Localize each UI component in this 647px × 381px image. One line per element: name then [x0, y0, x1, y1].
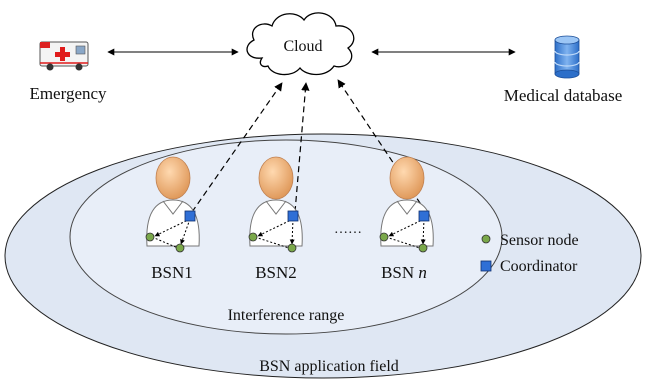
application-field-label: BSN application field [259, 358, 399, 375]
cloud-icon [246, 12, 355, 76]
legend-sensor-swatch [481, 234, 491, 244]
bsn1-sensor-node [145, 232, 155, 242]
bsnn-coordinator [418, 210, 430, 222]
legend-sensor-label: Sensor node [500, 232, 579, 249]
bsn2-sensor-node [287, 243, 297, 253]
bsnn-sensor-node [379, 232, 389, 242]
legend: Sensor node Coordinator [480, 232, 579, 275]
bsn2-sensor-node [248, 232, 258, 242]
bsnn-label: BSN n [381, 263, 427, 282]
bsn1-label: BSN1 [151, 263, 193, 282]
bsn2-label: BSN2 [255, 263, 297, 282]
bsnn-sensor-node [418, 243, 428, 253]
emergency-label: Emergency [29, 84, 107, 103]
bsn2-links [254, 218, 295, 249]
bsn1-links [151, 218, 191, 249]
bsn2-coordinator [287, 210, 299, 222]
database-icon [554, 35, 580, 79]
bsnn-links [385, 218, 426, 249]
bsn1-sensor-node [175, 243, 185, 253]
bsn1-coordinator [184, 210, 196, 222]
interference-range-label: Interference range [228, 307, 345, 324]
bsnn-cloud-link [337, 79, 427, 213]
bsn-ellipsis: …… [334, 222, 362, 237]
ambulance-icon [39, 41, 89, 71]
medical-database-label: Medical database [504, 86, 622, 105]
legend-coordinator-label: Coordinator [500, 258, 578, 275]
legend-coordinator-swatch [480, 260, 492, 272]
cloud-label: Cloud [283, 38, 322, 55]
bsn1-cloud-link [191, 82, 283, 213]
bsn2-cloud-link [294, 82, 310, 213]
